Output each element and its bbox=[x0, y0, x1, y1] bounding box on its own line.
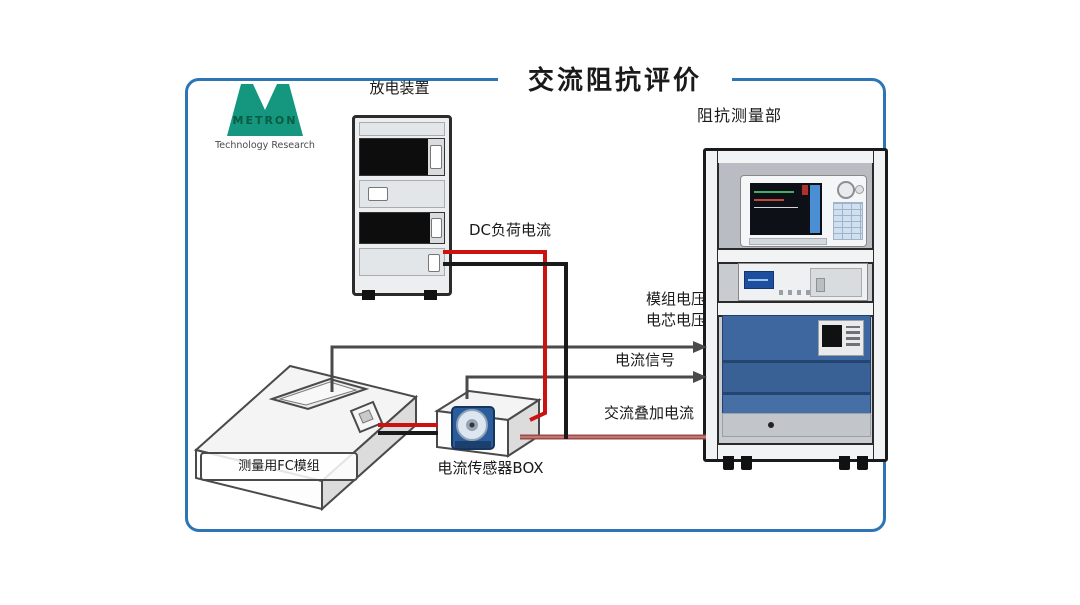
discharge-device-cabinet bbox=[352, 115, 452, 296]
rack-foot-1 bbox=[723, 456, 734, 470]
power-unit-screen bbox=[822, 325, 842, 347]
logo-m-shape bbox=[226, 84, 303, 136]
instrument2-blank-panel bbox=[810, 268, 862, 297]
power-unit-display bbox=[818, 320, 864, 356]
cabinet-side-strip-1 bbox=[428, 139, 444, 175]
cabinet-foot-left bbox=[362, 290, 375, 300]
analyzer-side-menu bbox=[810, 185, 820, 233]
logo-brand-text: METRON bbox=[232, 114, 297, 127]
impedance-analyzer bbox=[740, 175, 867, 247]
analyzer-screen bbox=[750, 183, 822, 235]
cabinet-display-unit-2 bbox=[359, 212, 445, 244]
analyzer-status-chip bbox=[802, 185, 808, 195]
rack-rail-right bbox=[872, 151, 885, 459]
diagram-title: 交流阻抗评价 bbox=[498, 58, 732, 99]
dc-load-current-label: DC负荷电流 bbox=[468, 221, 552, 239]
power-unit-keys bbox=[846, 326, 860, 346]
rack-foot-2 bbox=[741, 456, 752, 470]
cabinet-button-2 bbox=[368, 187, 388, 201]
cabinet-button-4 bbox=[428, 254, 440, 272]
cabinet-button-3 bbox=[431, 218, 442, 238]
discharge-device-label: 放电装置 bbox=[369, 79, 430, 97]
rack-foot-3 bbox=[839, 456, 850, 470]
bottom-strip-button bbox=[768, 422, 774, 428]
analyzer-trace-green bbox=[754, 191, 794, 193]
cabinet-screen-1 bbox=[360, 139, 428, 175]
measurement-rack-label: 阻抗测量部 bbox=[697, 106, 783, 125]
cabinet-foot-right bbox=[424, 290, 437, 300]
rack-instrument-2 bbox=[738, 263, 868, 301]
metron-logo: METRON Technology Research bbox=[210, 80, 320, 151]
analyzer-trace-white bbox=[754, 207, 798, 208]
fc-module-label: 测量用FC模组 bbox=[200, 452, 358, 481]
rack-bottom-strip bbox=[722, 413, 871, 437]
cabinet-bottom-unit bbox=[359, 248, 445, 276]
metron-logo-icon: METRON bbox=[226, 84, 303, 136]
rack-power-units bbox=[722, 315, 871, 415]
cell-voltage-label: 电芯电压 bbox=[645, 311, 706, 329]
analyzer-trace-red bbox=[754, 199, 784, 201]
cabinet-top-panel bbox=[359, 122, 445, 136]
analyzer-softkey-strip bbox=[749, 238, 827, 245]
cabinet-button-1 bbox=[430, 145, 442, 169]
instrument2-buttons bbox=[779, 290, 819, 295]
analyzer-small-knob-icon bbox=[855, 185, 864, 194]
current-signal-label: 电流信号 bbox=[614, 351, 675, 369]
module-voltage-label: 模组电压 bbox=[645, 290, 706, 308]
rack-rail-mid-1 bbox=[718, 248, 873, 264]
rack-rail-bottom bbox=[718, 443, 873, 459]
cabinet-panel-unit bbox=[359, 180, 445, 208]
ac-superimposed-current-label: 交流叠加电流 bbox=[603, 404, 694, 422]
voltage-labels: 模组电压 电芯电压 bbox=[590, 289, 706, 331]
rack-foot-4 bbox=[857, 456, 868, 470]
cabinet-side-strip-2 bbox=[430, 213, 444, 243]
measurement-rack bbox=[703, 148, 888, 462]
analyzer-knob-icon bbox=[837, 181, 855, 199]
logo-subtitle: Technology Research bbox=[215, 140, 315, 151]
sensor-box-label: 电流传感器BOX bbox=[437, 459, 544, 477]
cabinet-screen-2 bbox=[360, 213, 430, 243]
instrument2-display bbox=[744, 271, 774, 289]
cabinet-display-unit-1 bbox=[359, 138, 445, 176]
analyzer-keypad bbox=[833, 202, 863, 240]
